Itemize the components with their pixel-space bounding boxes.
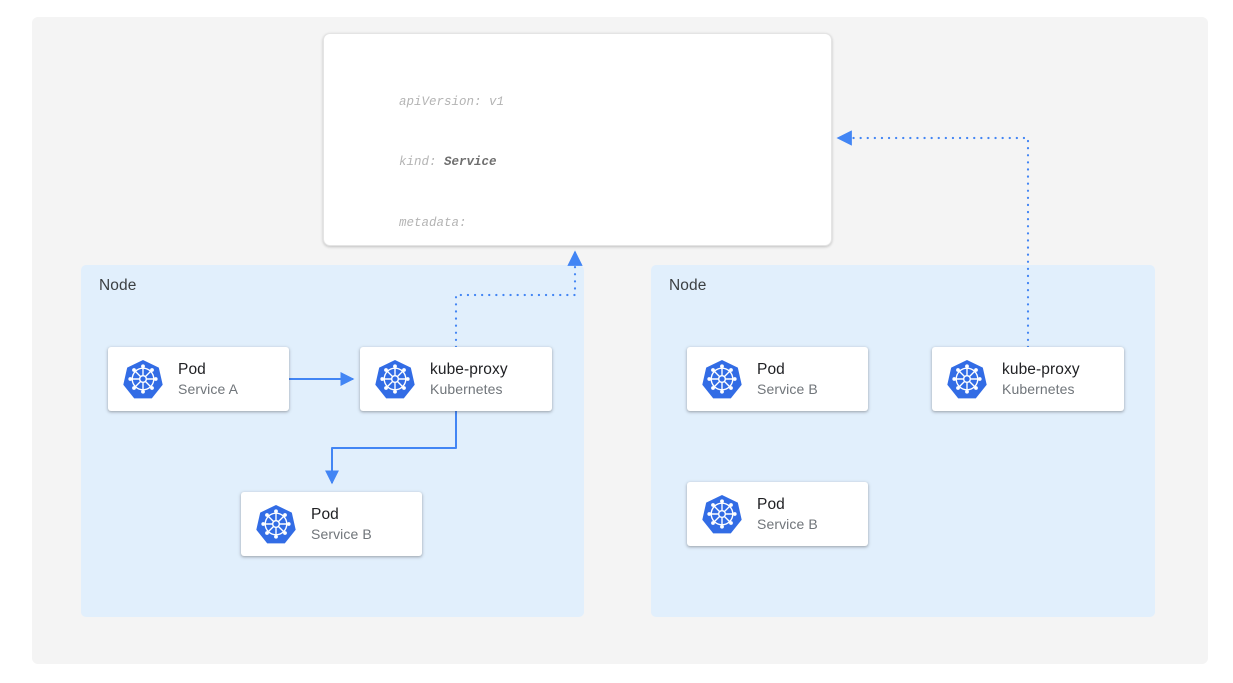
card-text-block: Pod Service B [757,495,818,534]
card-subtitle: Kubernetes [1002,380,1075,397]
card-title: kube-proxy [430,360,508,378]
card-subtitle: Service B [757,380,818,397]
kubernetes-icon [701,358,743,400]
kubernetes-icon [255,503,297,545]
card-pod-service-a[interactable]: Pod Service A [108,347,289,411]
card-text-block: Pod Service B [311,505,372,544]
kubernetes-icon [374,358,416,400]
card-kube-proxy-left[interactable]: kube-proxy Kubernetes [360,347,552,411]
node-left-label: Node [99,277,137,294]
card-pod-service-b-right-top[interactable]: Pod Service B [687,347,868,411]
kubernetes-icon [946,358,988,400]
card-title: Pod [178,360,206,378]
kubernetes-icon [701,493,743,535]
card-text-block: Pod Service B [757,360,818,399]
node-group-left: Node [81,265,584,617]
service-manifest-text: apiVersion: v1 kind: Service metadata: n… [399,51,707,245]
card-subtitle: Service B [311,525,372,542]
yaml-kind-value: Service [444,155,497,170]
yaml-line-kind: kind: Service [399,152,707,172]
card-text-block: kube-proxy Kubernetes [430,360,508,399]
card-title: Pod [311,505,339,523]
card-title: Pod [757,495,785,513]
card-kube-proxy-right[interactable]: kube-proxy Kubernetes [932,347,1124,411]
kubernetes-icon [122,358,164,400]
card-subtitle: Service A [178,380,239,397]
card-title: kube-proxy [1002,360,1080,378]
yaml-kind-key: kind: [399,155,445,170]
service-manifest-card: apiVersion: v1 kind: Service metadata: n… [323,33,832,246]
node-group-right: Node [651,265,1155,617]
card-subtitle: Kubernetes [430,380,503,397]
card-title: Pod [757,360,785,378]
card-pod-service-b-right-bottom[interactable]: Pod Service B [687,482,868,546]
node-right-label: Node [669,277,707,294]
card-subtitle: Service B [757,515,818,532]
yaml-line-metadata: metadata: [399,216,467,231]
card-pod-service-b-left[interactable]: Pod Service B [241,492,422,556]
card-text-block: kube-proxy Kubernetes [1002,360,1080,399]
card-text-block: Pod Service A [178,360,238,399]
yaml-line-apiversion: apiVersion: v1 [399,94,505,109]
